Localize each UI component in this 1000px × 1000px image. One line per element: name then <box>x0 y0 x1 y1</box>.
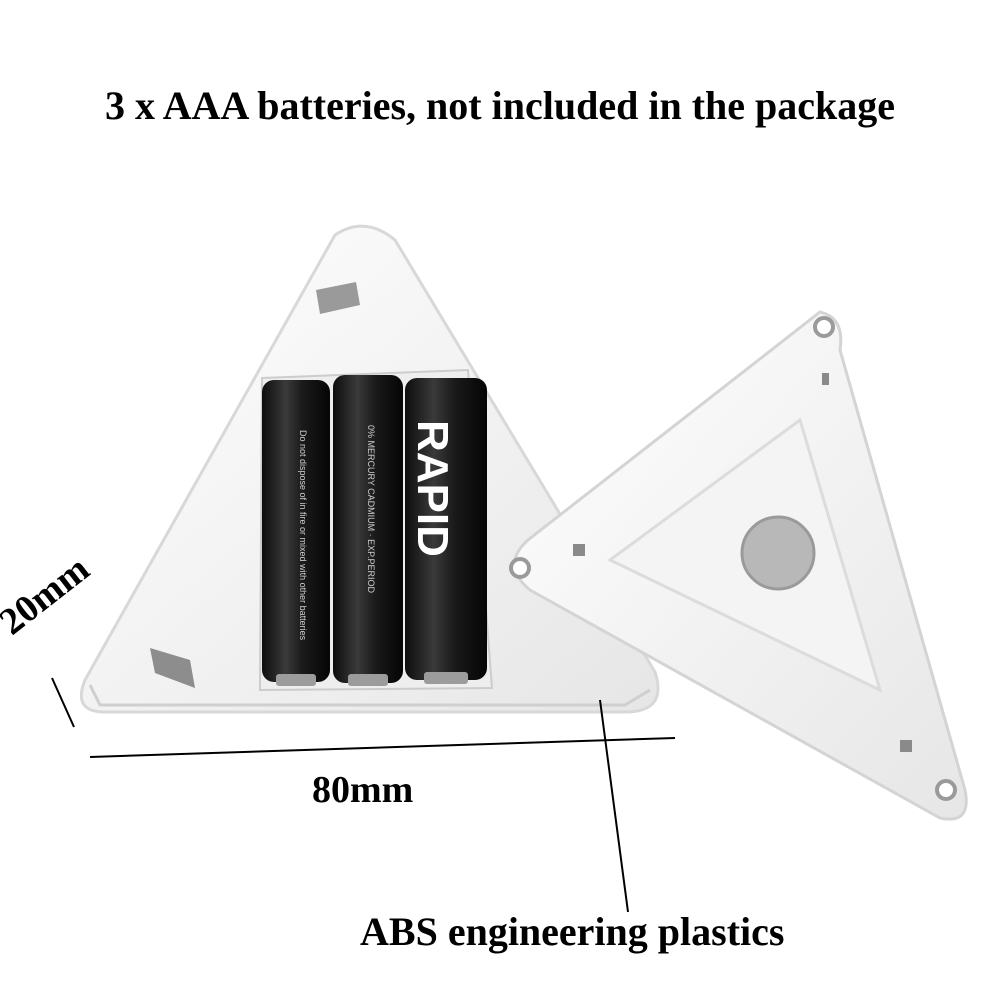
battery-1: Do not dispose of in fire or mixed with … <box>262 380 330 686</box>
back-cover <box>509 310 968 821</box>
latch-hole <box>573 544 585 556</box>
screw-hole <box>509 557 531 579</box>
screw-hole <box>935 779 957 801</box>
magnet-disc <box>740 515 816 591</box>
battery-brand: RAPID <box>408 420 457 557</box>
latch-hole <box>900 740 912 752</box>
thickness-dimension-line <box>51 677 75 728</box>
svg-text:Do not dispose of in fire or m: Do not dispose of in fire or mixed with … <box>298 430 308 641</box>
vent-slot <box>150 648 195 688</box>
screw-hole <box>813 316 835 338</box>
battery-2: 0% MERCURY CADMIUM · EXP.PERIOD <box>333 375 403 686</box>
vent-slot <box>316 282 360 314</box>
latch-hole <box>822 373 829 385</box>
material-leader-line <box>599 699 629 913</box>
material-label: ABS engineering plastics <box>360 909 785 954</box>
battery-3: RAPID <box>405 378 487 684</box>
width-dimension-label: 80mm <box>312 769 414 811</box>
svg-text:0% MERCURY CADMIUM · EXP.PERIO: 0% MERCURY CADMIUM · EXP.PERIOD <box>366 425 376 594</box>
headline: 3 x AAA batteries, not included in the p… <box>104 83 896 128</box>
width-dimension-line <box>89 737 676 758</box>
